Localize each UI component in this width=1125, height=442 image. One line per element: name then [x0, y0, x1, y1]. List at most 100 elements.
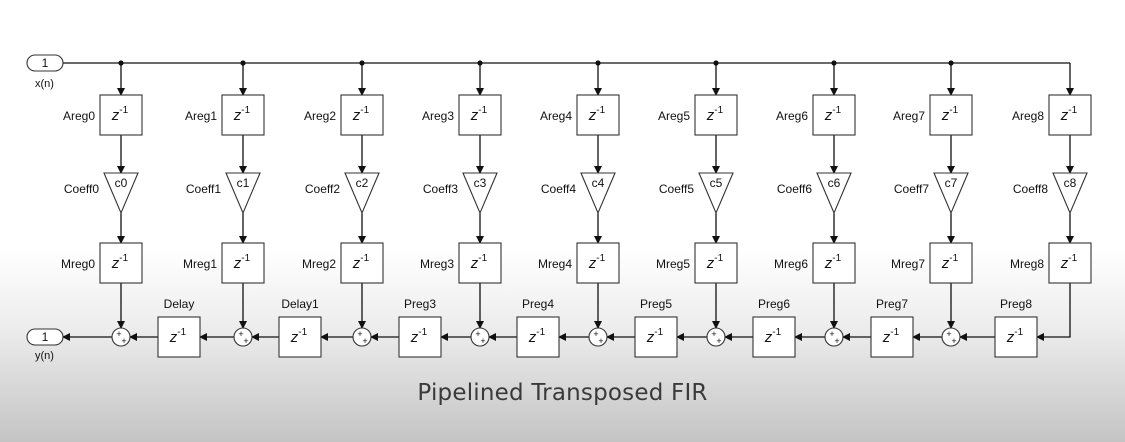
- sum-block: ++: [706, 327, 726, 347]
- sum-block: ++: [352, 327, 372, 347]
- areg-label: Areg6: [776, 109, 808, 123]
- delay-symbol: z-1: [290, 327, 308, 346]
- delay-symbol: z-1: [764, 327, 782, 346]
- delay-symbol: z-1: [706, 105, 724, 124]
- mreg-block: z-1: [340, 242, 384, 284]
- output-port: 1y(n): [26, 328, 64, 362]
- pipeline-delay-block: z-1: [994, 316, 1038, 358]
- sum-block: ++: [588, 327, 608, 347]
- mreg-block: z-1: [694, 242, 738, 284]
- gain-block: c0: [103, 172, 139, 215]
- block-frame: [694, 94, 738, 136]
- pipeline-delay-label: Preg3: [404, 297, 436, 311]
- areg-label: Areg5: [658, 109, 690, 123]
- sum-sign: +: [946, 329, 951, 339]
- gain-value: c8: [1064, 176, 1077, 190]
- gain-block: c7: [933, 172, 969, 215]
- port-number: 1: [42, 330, 49, 344]
- gain-value: c7: [945, 176, 958, 190]
- block-frame: [994, 316, 1038, 358]
- sum-circle: [824, 327, 844, 347]
- port-number: 1: [42, 56, 49, 70]
- sum-circle: [470, 327, 490, 347]
- mreg-block: z-1: [929, 242, 973, 284]
- block-frame: [99, 242, 143, 284]
- sum-block: ++: [470, 327, 490, 347]
- gain-triangle: [462, 172, 498, 215]
- delay-symbol: z-1: [111, 105, 129, 124]
- sum-block: ++: [824, 327, 844, 347]
- gain-block: c3: [462, 172, 498, 215]
- sum-sign: +: [716, 336, 721, 346]
- areg-label: Areg7: [893, 109, 925, 123]
- coeff-label: Coeff1: [186, 182, 221, 196]
- gain-triangle: [933, 172, 969, 215]
- sum-sign: +: [362, 336, 367, 346]
- delay-symbol: z-1: [233, 105, 251, 124]
- gain-value: c5: [710, 176, 723, 190]
- block-frame: [576, 242, 620, 284]
- gain-value: c0: [115, 176, 128, 190]
- mreg-label: Mreg6: [774, 257, 808, 271]
- gain-triangle: [580, 172, 616, 215]
- areg-block: z-1: [694, 94, 738, 136]
- mreg-label: Mreg8: [1010, 257, 1044, 271]
- coeff-label: Coeff8: [1013, 182, 1048, 196]
- delay-symbol: z-1: [111, 253, 129, 272]
- mreg-label: Mreg1: [183, 257, 217, 271]
- block-frame: [929, 242, 973, 284]
- gain-block: c4: [580, 172, 616, 215]
- delay-symbol: z-1: [706, 253, 724, 272]
- input-port: 1 x(n): [26, 54, 64, 90]
- sum-circle: [233, 327, 253, 347]
- block-frame: [340, 94, 384, 136]
- coeff-label: Coeff2: [305, 182, 340, 196]
- block-frame: [1048, 242, 1092, 284]
- pipeline-delay-block: z-1: [398, 316, 442, 358]
- delay-symbol: z-1: [233, 253, 251, 272]
- pipeline-delay-block: z-1: [634, 316, 678, 358]
- delay-symbol: z-1: [470, 105, 488, 124]
- block-frame: [576, 94, 620, 136]
- mreg-label: Mreg3: [420, 257, 454, 271]
- block-frame: [752, 316, 796, 358]
- coeff-label: Coeff4: [541, 182, 576, 196]
- diagram-blocks: 1x(n)1y(n)z-1Areg0c0Coeff0z-1Mreg0z-1Are…: [26, 54, 1092, 362]
- mreg-block: z-1: [458, 242, 502, 284]
- mreg-label: Mreg7: [891, 257, 925, 271]
- coeff-label: Coeff6: [777, 182, 812, 196]
- mreg8-to-preg8-wire: [1036, 283, 1071, 341]
- sum-sign: +: [357, 329, 362, 339]
- mreg-label: Mreg0: [61, 257, 95, 271]
- gain-triangle: [344, 172, 380, 215]
- sum-sign: +: [711, 329, 716, 339]
- block-frame: [516, 316, 560, 358]
- diagram-caption: Pipelined Transposed FIR: [417, 380, 708, 406]
- pipeline-delay-label: Preg7: [876, 297, 908, 311]
- gain-value: c3: [474, 176, 487, 190]
- block-frame: [870, 316, 914, 358]
- delay-symbol: z-1: [352, 253, 370, 272]
- areg-block: z-1: [340, 94, 384, 136]
- delay-symbol: z-1: [470, 253, 488, 272]
- coeff-label: Coeff3: [423, 182, 458, 196]
- pipeline-delay-block: z-1: [870, 316, 914, 358]
- coeff-label: Coeff0: [64, 182, 99, 196]
- sum-sign: +: [480, 336, 485, 346]
- areg-block: z-1: [929, 94, 973, 136]
- mreg-block: z-1: [1048, 242, 1092, 284]
- areg-block: z-1: [99, 94, 143, 136]
- port-frame: [26, 328, 64, 346]
- block-frame: [221, 242, 265, 284]
- mreg-label: Mreg5: [656, 257, 690, 271]
- gain-value: c6: [828, 176, 841, 190]
- sum-circle: [111, 327, 131, 347]
- gain-block: c8: [1052, 172, 1088, 215]
- port-label: x(n): [35, 78, 54, 90]
- gain-value: c2: [356, 176, 369, 190]
- block-frame: [634, 316, 678, 358]
- areg-block: z-1: [458, 94, 502, 136]
- pipeline-delay-block: z-1: [516, 316, 560, 358]
- pipeline-delay-label: Preg4: [522, 297, 554, 311]
